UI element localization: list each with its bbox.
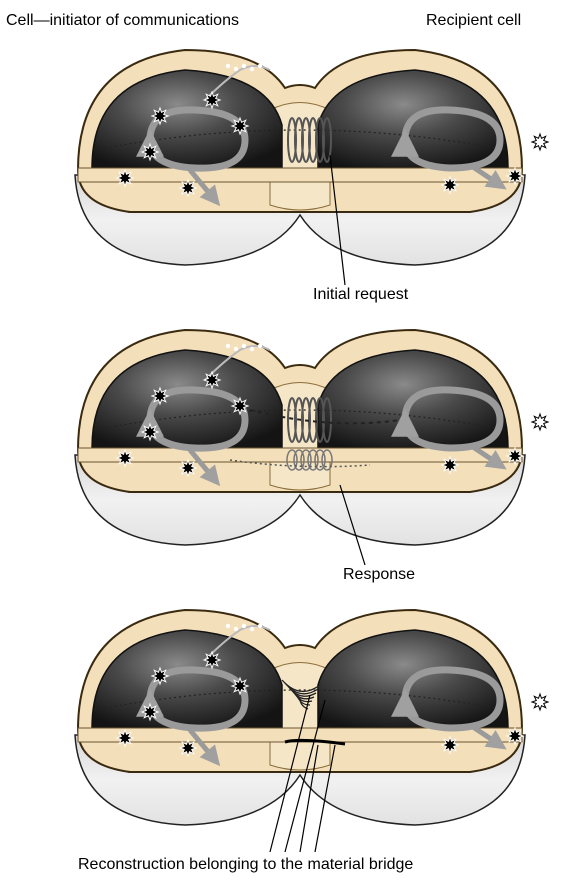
signal-burst bbox=[442, 457, 458, 473]
vesicle-dot bbox=[226, 64, 230, 68]
signal-burst bbox=[152, 108, 168, 124]
signal-burst bbox=[142, 144, 158, 160]
vesicle-dot bbox=[258, 344, 262, 348]
signal-burst bbox=[232, 118, 248, 134]
signal-burst bbox=[442, 177, 458, 193]
vesicle-dot bbox=[242, 344, 246, 348]
signal-burst bbox=[507, 448, 523, 464]
vesicle-dot bbox=[234, 347, 238, 351]
signal-burst bbox=[204, 372, 220, 388]
vesicle-dot bbox=[242, 64, 246, 68]
signal-burst bbox=[532, 134, 548, 150]
signal-burst bbox=[117, 730, 133, 746]
signal-burst bbox=[507, 168, 523, 184]
vesicle-dot bbox=[258, 624, 262, 628]
vesicle-dot bbox=[234, 67, 238, 71]
signal-burst bbox=[232, 398, 248, 414]
signal-burst bbox=[507, 728, 523, 744]
vesicle-dot bbox=[258, 64, 262, 68]
signal-burst bbox=[180, 460, 196, 476]
signal-burst bbox=[152, 668, 168, 684]
signal-burst bbox=[442, 737, 458, 753]
signal-burst bbox=[204, 92, 220, 108]
vesicle-dot bbox=[250, 627, 254, 631]
panel-reconstruction bbox=[75, 610, 548, 825]
panel-initial-request bbox=[75, 50, 548, 265]
signal-burst bbox=[142, 424, 158, 440]
signal-burst bbox=[532, 694, 548, 710]
signal-burst bbox=[117, 450, 133, 466]
signal-burst bbox=[180, 180, 196, 196]
signal-burst bbox=[180, 740, 196, 756]
vesicle-dot bbox=[226, 624, 230, 628]
signal-burst bbox=[232, 678, 248, 694]
vesicle-dot bbox=[242, 624, 246, 628]
signal-burst bbox=[152, 388, 168, 404]
vesicle-dot bbox=[226, 344, 230, 348]
signal-burst bbox=[532, 414, 548, 430]
vesicle-dot bbox=[250, 347, 254, 351]
signal-burst bbox=[117, 170, 133, 186]
panel-response bbox=[75, 330, 548, 545]
vesicle-dot bbox=[234, 627, 238, 631]
signal-burst bbox=[204, 652, 220, 668]
vesicle-dot bbox=[250, 67, 254, 71]
signal-burst bbox=[142, 704, 158, 720]
